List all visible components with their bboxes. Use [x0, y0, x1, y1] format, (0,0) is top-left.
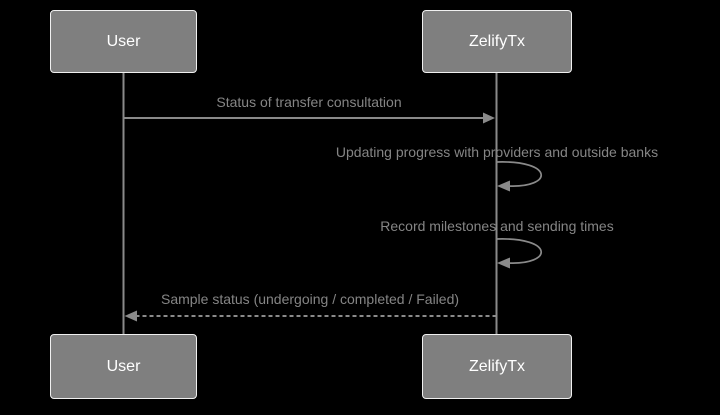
- actor-box-user-bottom: User: [50, 334, 197, 399]
- actor-box-user-top: User: [50, 10, 197, 73]
- actor-label-zelifytx-bottom: ZelifyTx: [469, 357, 525, 375]
- actor-label-user-top: User: [106, 32, 141, 50]
- message-label-updating-progress: Updating progress with providers and out…: [335, 144, 659, 160]
- message-label-record-milestones: Record milestones and sending times: [380, 218, 614, 234]
- self-loop-2: [496, 238, 542, 264]
- self-loop-1: [496, 161, 542, 187]
- actor-box-zelifytx-bottom: ZelifyTx: [422, 334, 572, 399]
- arrowhead-right-icon: [483, 112, 495, 124]
- actor-label-user-bottom: User: [106, 357, 141, 375]
- message-label-status-of-transfer: Status of transfer consultation: [216, 94, 402, 110]
- message-label-sample-status: Sample status (undergoing / completed / …: [160, 291, 460, 307]
- actor-label-zelifytx-top: ZelifyTx: [469, 32, 525, 50]
- arrowhead-left-icon: [124, 310, 137, 322]
- arrowhead-left-icon: [497, 257, 510, 269]
- actor-box-zelifytx-top: ZelifyTx: [422, 10, 572, 73]
- arrowhead-left-icon: [497, 180, 510, 192]
